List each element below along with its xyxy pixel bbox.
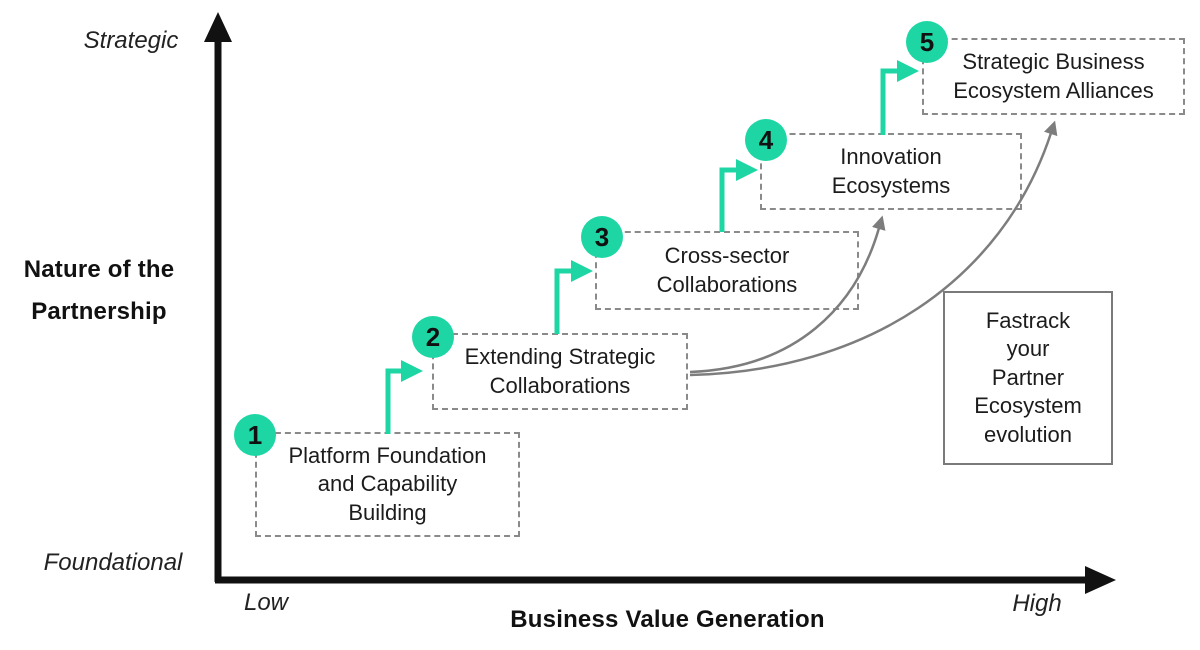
stage-label: Platform Foundation and Capability Build… bbox=[288, 442, 487, 525]
stage-number: 1 bbox=[247, 419, 263, 450]
stage-number-badge-3: 3 bbox=[581, 216, 623, 258]
x-axis-left-label: Low bbox=[243, 589, 289, 616]
arrow-stage1-to-stage2 bbox=[385, 360, 423, 434]
x-axis-title: Business Value Generation bbox=[510, 606, 825, 633]
arrow-stage4-to-stage5 bbox=[880, 60, 919, 135]
stage-label: Innovation Ecosystems bbox=[831, 143, 951, 198]
arrow-stage2-to-stage3 bbox=[554, 260, 593, 334]
y-axis-top-label: Strategic bbox=[83, 27, 179, 54]
stage-label: Cross-sector Collaborations bbox=[656, 242, 798, 297]
stage-number: 4 bbox=[758, 124, 774, 155]
fastrack-callout-label: Fastrack your Partner Ecosystem evolutio… bbox=[974, 307, 1082, 447]
stage-box-1-platform-foundation: Platform Foundation and Capability Build… bbox=[255, 432, 520, 537]
stage-label: Extending Strategic Collaborations bbox=[464, 343, 656, 398]
stage-number-badge-4: 4 bbox=[745, 119, 787, 161]
y-axis-title: Nature of the Partnership bbox=[23, 256, 175, 325]
stage-number: 5 bbox=[919, 26, 935, 57]
stage-box-2-extending-strategic-collaborations: Extending Strategic Collaborations bbox=[432, 333, 688, 410]
x-axis-arrowhead-icon bbox=[1085, 566, 1116, 594]
y-axis-arrowhead-icon bbox=[204, 12, 232, 42]
stage-box-4-innovation-ecosystems: Innovation Ecosystems bbox=[760, 133, 1022, 210]
stage-box-5-strategic-business-ecosystem-alliances: Strategic Business Ecosystem Alliances bbox=[922, 38, 1185, 115]
arrow-stage3-to-stage4 bbox=[719, 159, 758, 232]
stage-box-3-cross-sector-collaborations: Cross-sector Collaborations bbox=[595, 231, 859, 310]
stage-number-badge-2: 2 bbox=[412, 316, 454, 358]
fastrack-callout-box: Fastrack your Partner Ecosystem evolutio… bbox=[943, 291, 1113, 465]
stage-number: 3 bbox=[594, 221, 610, 252]
y-axis-bottom-label: Foundational bbox=[43, 549, 183, 576]
stage-label: Strategic Business Ecosystem Alliances bbox=[953, 48, 1154, 103]
x-axis-right-label: High bbox=[1012, 590, 1062, 617]
stage-number-badge-1: 1 bbox=[234, 414, 276, 456]
stage-number-badge-5: 5 bbox=[906, 21, 948, 63]
stage-number: 2 bbox=[425, 321, 441, 352]
